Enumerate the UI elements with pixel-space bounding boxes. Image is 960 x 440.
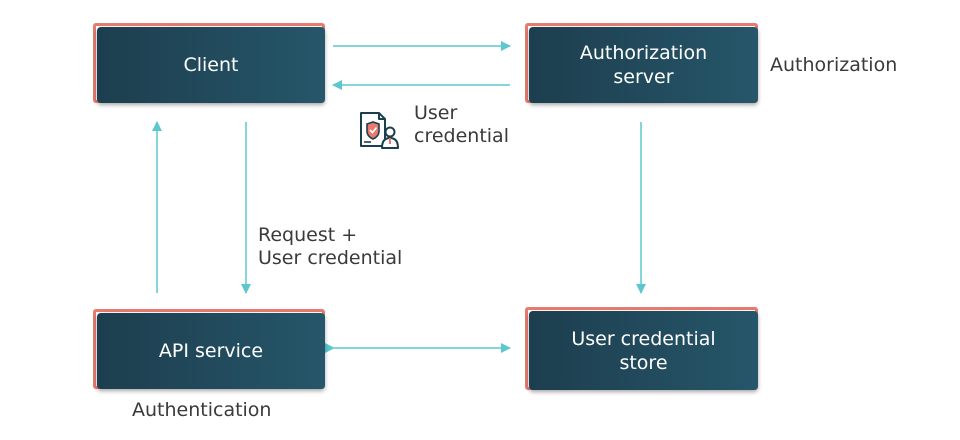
- user-credential-annotation-line-1: User: [414, 102, 458, 124]
- authorization-annotation: Authorization: [770, 54, 898, 76]
- authorization-server-label-line-2: server: [613, 66, 674, 88]
- user-credential-annotation-line-2: credential: [414, 125, 509, 147]
- api-service-node: API service: [93, 309, 325, 389]
- client-node-label: Client: [183, 54, 239, 76]
- client-node: Client: [93, 23, 325, 103]
- credential-store-node-label: User credential store: [571, 327, 715, 375]
- request-annotation-line-2: User credential: [258, 247, 403, 269]
- credential-store-node-box: User credential store: [529, 311, 758, 390]
- credential-store-label-line-2: store: [619, 351, 668, 374]
- client-node-box: Client: [97, 27, 325, 103]
- api-service-node-label: API service: [158, 340, 264, 362]
- authorization-server-label-line-1: Authorization: [579, 42, 708, 64]
- authorization-server-node: Authorization server: [525, 23, 758, 103]
- request-annotation-line-1: Request +: [258, 224, 358, 246]
- authorization-server-node-label: Authorization server: [580, 41, 707, 89]
- document-shield-user-icon: [360, 112, 399, 149]
- api-service-node-box: API service: [97, 313, 325, 389]
- credential-store-label-line-1: User credential: [571, 327, 716, 350]
- request-annotation: Request + User credential: [258, 224, 402, 270]
- user-credential-annotation: User credential: [414, 102, 509, 148]
- authorization-server-node-box: Authorization server: [529, 27, 758, 103]
- credential-store-node: User credential store: [525, 307, 758, 390]
- authentication-annotation: Authentication: [132, 399, 272, 421]
